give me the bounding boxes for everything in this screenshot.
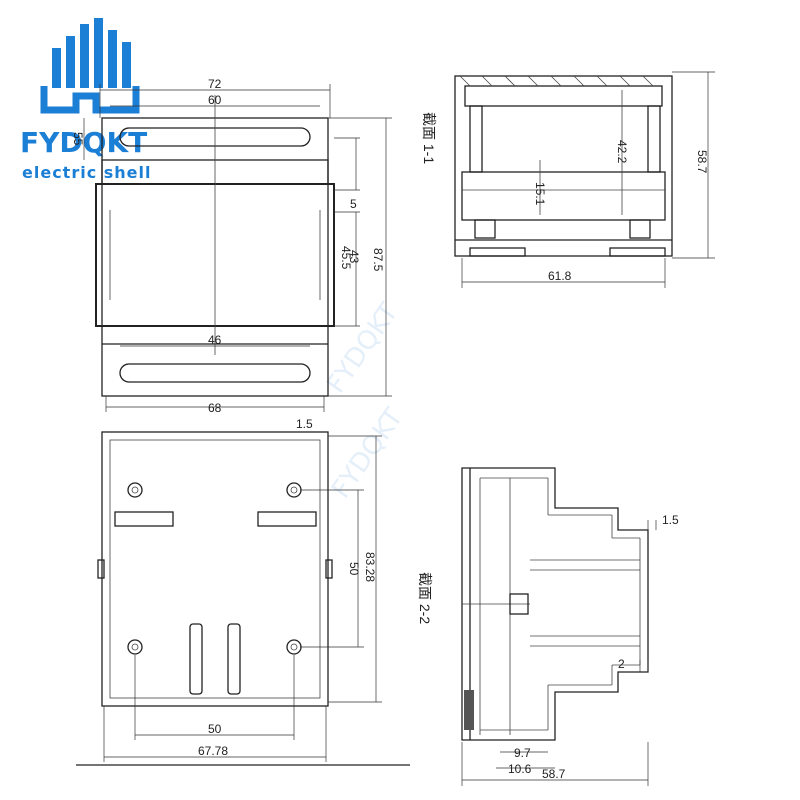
- brand-subtitle: electric shell: [22, 163, 151, 182]
- dim-label: 58.7: [542, 767, 566, 781]
- dim-label: 55: [71, 132, 85, 146]
- dim-label: 45.5: [339, 246, 353, 270]
- dim-label: 42.2: [615, 140, 629, 164]
- dim-label: 67.78: [198, 744, 228, 758]
- dim-label: 50: [347, 562, 361, 576]
- dim-label: 87.5: [371, 248, 385, 272]
- dim-label: 61.8: [548, 269, 572, 283]
- dim-label: 58.7: [695, 150, 709, 174]
- front-view: 72 60 55 87.5 5 43 45.5 46 68: [71, 77, 392, 415]
- dim-label: 9.7: [514, 746, 531, 760]
- dim-label: 43: [347, 250, 361, 264]
- brand-logo-icon: [40, 18, 140, 114]
- dim-label: 83.28: [363, 552, 377, 582]
- dim-label: 50: [208, 722, 222, 736]
- dim-label: 60: [208, 93, 222, 107]
- back-view: 1.5 83.28 50 50 67.78: [76, 417, 410, 766]
- dim-label: 1.5: [662, 513, 679, 527]
- brand-name: FYDQKT: [20, 126, 147, 159]
- section-label: 截面 1-1: [421, 112, 437, 164]
- dim-label: 68: [208, 401, 222, 415]
- dim-label: 10.6: [508, 762, 532, 776]
- dim-label: 46: [208, 333, 222, 347]
- dim-label: 2: [618, 657, 625, 671]
- dim-label: 72: [208, 77, 222, 91]
- dim-label: 5: [350, 197, 357, 211]
- dim-label: 1.5: [296, 417, 313, 431]
- section-1-1-view: 截面 1-1 42.2 15.1 58.7 61.8: [421, 71, 715, 288]
- dim-label: 15.1: [533, 182, 547, 206]
- section-label: 截面 2-2: [417, 572, 433, 624]
- watermark-text: FYDQKT: [326, 403, 409, 504]
- section-2-2-view: 截面 2-2 1.5 2 9.7 10.6 5: [417, 467, 679, 786]
